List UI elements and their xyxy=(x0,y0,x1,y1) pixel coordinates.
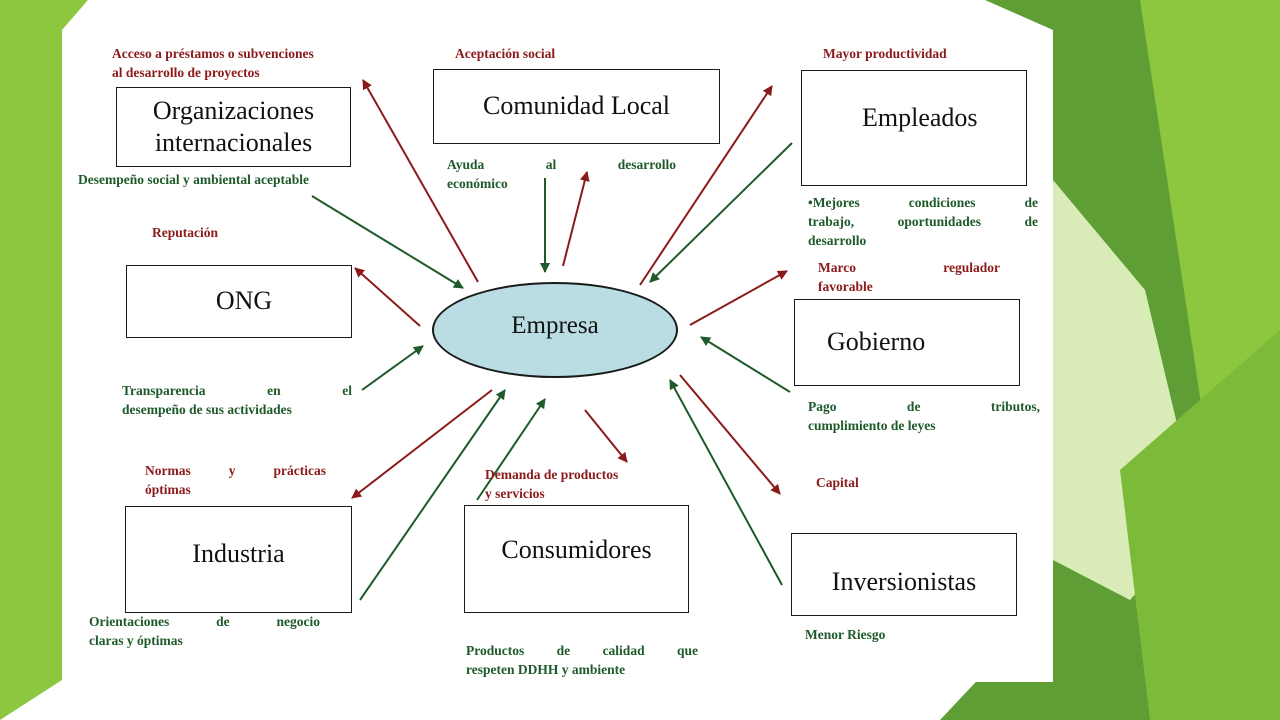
center-empresa-label: Empresa xyxy=(511,312,599,339)
label-mejores-line2: trabajo, oportunidades de xyxy=(808,214,1038,229)
label-pago-line2: cumplimiento de leyes xyxy=(808,418,936,433)
label-reputacion-line: Reputación xyxy=(152,225,219,240)
box-empleados: Empleados xyxy=(801,70,1027,186)
label-productos-line2: respeten DDHH y ambiente xyxy=(466,662,626,677)
box-comunidad-label: Comunidad Local xyxy=(482,91,670,121)
box-org-int-line2: internacionales xyxy=(154,128,313,157)
left-green-shape xyxy=(0,0,88,720)
label-demanda-productos: Demanda de productos y servicios xyxy=(485,465,618,503)
center-empresa: Empresa xyxy=(432,282,678,378)
label-acceso-line2: al desarrollo de proyectos xyxy=(112,65,260,80)
label-productos-calidad: Productos de calidad que respeten DDHH y… xyxy=(466,641,698,679)
label-mayor-prod-line: Mayor productividad xyxy=(823,46,947,61)
label-marco-line1: Marco regulador xyxy=(818,260,1000,275)
label-orientaciones: Orientaciones de negocio claras y óptima… xyxy=(89,612,320,650)
box-industria-label: Industria xyxy=(192,539,285,569)
box-consumidores: Consumidores xyxy=(464,505,689,613)
label-capital-line: Capital xyxy=(816,475,859,490)
label-mejores-condiciones: •Mejores condiciones de trabajo, oportun… xyxy=(808,193,1038,250)
label-ayuda-line2: económico xyxy=(447,176,508,191)
box-industria: Industria xyxy=(125,506,352,613)
box-empleados-label: Empleados xyxy=(862,102,978,132)
label-ayuda-line1: Ayuda al desarrollo xyxy=(447,157,676,172)
label-mejores-line1: •Mejores condiciones de xyxy=(808,195,1038,210)
box-gobierno: Gobierno xyxy=(794,299,1020,386)
label-productos-line1: Productos de calidad que xyxy=(466,643,698,658)
box-comunidad-local: Comunidad Local xyxy=(433,69,720,144)
label-acceso-prestamos: Acceso a préstamos o subvenciones al des… xyxy=(112,44,314,82)
box-consumidores-label: Consumidores xyxy=(501,534,652,564)
label-ayuda-desarrollo: Ayuda al desarrollo económico xyxy=(447,155,676,193)
label-marco-line2: favorable xyxy=(818,279,873,294)
label-orient-line1: Orientaciones de negocio xyxy=(89,614,320,629)
label-orient-line2: claras y óptimas xyxy=(89,633,183,648)
label-pago-line1: Pago de tributos, xyxy=(808,399,1040,414)
label-mejores-line3: desarrollo xyxy=(808,233,867,248)
label-aceptacion-social: Aceptación social xyxy=(455,44,555,63)
label-reputacion: Reputación xyxy=(152,223,218,242)
label-transp-line1: Transparencia en el xyxy=(122,383,352,398)
box-gobierno-label: Gobierno xyxy=(827,327,926,357)
label-normas-line1: Normas y prácticas xyxy=(145,463,326,478)
label-transp-line2: desempeño de sus actividades xyxy=(122,402,292,417)
right-mid-green-shape xyxy=(1120,330,1280,720)
label-marco-regulador: Marco regulador favorable xyxy=(818,258,1000,296)
label-capital: Capital xyxy=(816,473,859,492)
box-inversionistas-label: Inversionistas xyxy=(831,567,977,597)
box-inversionistas: Inversionistas xyxy=(791,533,1017,616)
label-aceptacion-line: Aceptación social xyxy=(455,46,556,61)
box-ong: ONG xyxy=(126,265,352,338)
label-desempeno-line: Desempeño social y ambiental aceptable xyxy=(78,172,309,187)
label-demanda-line1: Demanda de productos xyxy=(485,467,619,482)
label-menor-riesgo: Menor Riesgo xyxy=(805,625,885,644)
label-pago-tributos: Pago de tributos, cumplimiento de leyes xyxy=(808,397,1040,435)
label-normas-line2: óptimas xyxy=(145,482,191,497)
label-demanda-line2: y servicios xyxy=(485,486,545,501)
label-transparencia: Transparencia en el desempeño de sus act… xyxy=(122,381,352,419)
label-desempeno-social: Desempeño social y ambiental aceptable xyxy=(78,170,309,189)
box-ong-label: ONG xyxy=(215,286,273,316)
label-menor-riesgo-line: Menor Riesgo xyxy=(805,627,886,642)
box-organizaciones-internacionales: Organizaciones internacionales xyxy=(116,87,351,167)
label-acceso-line1: Acceso a préstamos o subvenciones xyxy=(112,46,314,61)
label-normas-practicas: Normas y prácticas óptimas xyxy=(145,461,326,499)
label-mayor-productividad: Mayor productividad xyxy=(823,44,947,63)
box-org-int-line1: Organizaciones xyxy=(152,95,315,125)
